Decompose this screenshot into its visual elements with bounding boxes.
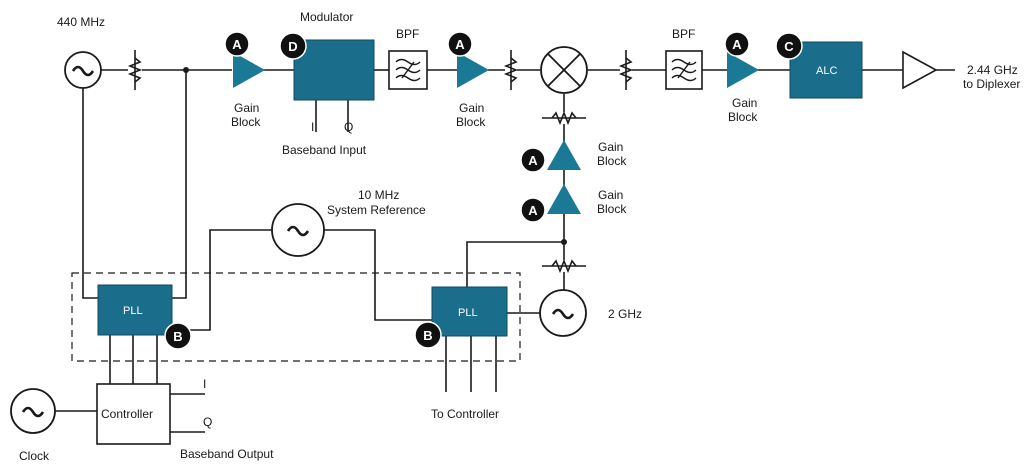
label-to-controller: To Controller xyxy=(431,407,499,421)
gain-block-5-icon xyxy=(547,184,581,214)
label-ctrl-i: I xyxy=(203,377,206,391)
badge-b-pll-2: B xyxy=(414,321,442,349)
badge-a-gain-5: A xyxy=(520,197,546,223)
label-440mhz: 440 MHz xyxy=(57,15,105,29)
label-pll-1: PLL xyxy=(123,305,143,317)
label-2ghz: 2 GHz xyxy=(608,307,642,321)
label-controller: Controller xyxy=(101,407,153,421)
label-gain-2-line1: Gain xyxy=(459,101,484,115)
oscillator-10mhz xyxy=(271,203,325,257)
pll-1-block xyxy=(97,284,173,336)
badge-a-gain-2: A xyxy=(447,31,473,57)
label-mod-i: I xyxy=(311,120,314,134)
gain-block-4-icon xyxy=(547,140,581,170)
junction-dot xyxy=(561,239,567,245)
mixer-icon xyxy=(540,46,588,94)
oscillator-2ghz xyxy=(539,289,587,337)
label-gain-3-line2: Block xyxy=(728,110,758,124)
badge-c-alc: C xyxy=(775,32,803,60)
gain-block-1-icon xyxy=(233,52,265,88)
label-output-freq: 2.44 GHz xyxy=(967,63,1018,77)
label-baseband-input: Baseband Input xyxy=(282,143,367,157)
label-alc: ALC xyxy=(816,65,837,77)
label-bpf-2: BPF xyxy=(672,27,695,41)
svg-text:A: A xyxy=(232,37,242,52)
svg-text:D: D xyxy=(288,39,297,54)
badge-a-gain-1: A xyxy=(224,31,250,57)
modulator-block xyxy=(293,39,375,101)
attenuator-4 xyxy=(542,110,586,126)
label-gain-2-line2: Block xyxy=(456,115,486,129)
pll-2-block xyxy=(431,286,508,337)
badge-a-gain-4: A xyxy=(520,147,546,173)
svg-text:C: C xyxy=(784,39,794,54)
attenuator-1 xyxy=(127,50,143,90)
label-gain-5-line1: Gain xyxy=(598,188,623,202)
label-baseband-output: Baseband Output xyxy=(180,447,274,461)
controller-block xyxy=(96,383,171,445)
pll-enclosure xyxy=(71,272,521,362)
label-gain-1-line1: Gain xyxy=(234,101,259,115)
badge-b-pll-1: B xyxy=(164,322,192,350)
badge-a-gain-3: A xyxy=(724,31,750,57)
output-amplifier-icon xyxy=(902,50,938,90)
label-output-dest: to Diplexer xyxy=(963,77,1020,91)
label-bpf-1: BPF xyxy=(396,27,419,41)
svg-text:A: A xyxy=(732,37,742,52)
label-gain-4-line1: Gain xyxy=(598,140,623,154)
junction-dot xyxy=(183,67,189,73)
svg-text:A: A xyxy=(528,203,538,218)
oscillator-clock xyxy=(10,388,56,434)
label-gain-3-line1: Gain xyxy=(732,96,757,110)
svg-text:A: A xyxy=(455,37,465,52)
gain-block-3-icon xyxy=(727,52,759,88)
oscillator-440mhz xyxy=(64,51,102,89)
label-gain-4-line2: Block xyxy=(597,154,627,168)
alc-block xyxy=(789,41,863,99)
attenuator-3 xyxy=(618,50,634,90)
label-ctrl-q: Q xyxy=(203,415,212,429)
bpf-1-icon xyxy=(388,50,428,90)
label-pll-2: PLL xyxy=(458,307,478,319)
attenuator-2 xyxy=(503,50,519,90)
label-clock: Clock xyxy=(19,449,50,463)
svg-text:A: A xyxy=(528,153,538,168)
signal-wires xyxy=(55,69,955,433)
label-ref-name: System Reference xyxy=(327,203,426,217)
label-gain-1-line2: Block xyxy=(231,115,261,129)
svg-text:B: B xyxy=(173,329,182,344)
attenuator-5 xyxy=(542,258,586,274)
label-ref-freq: 10 MHz xyxy=(358,188,399,202)
label-mod-q: Q xyxy=(344,120,353,134)
bpf-2-icon xyxy=(665,50,703,90)
svg-text:B: B xyxy=(423,328,432,343)
badge-d-modulator: D xyxy=(279,32,307,60)
label-gain-5-line2: Block xyxy=(597,202,627,216)
gain-block-2-icon xyxy=(457,52,489,88)
label-modulator: Modulator xyxy=(300,10,353,24)
